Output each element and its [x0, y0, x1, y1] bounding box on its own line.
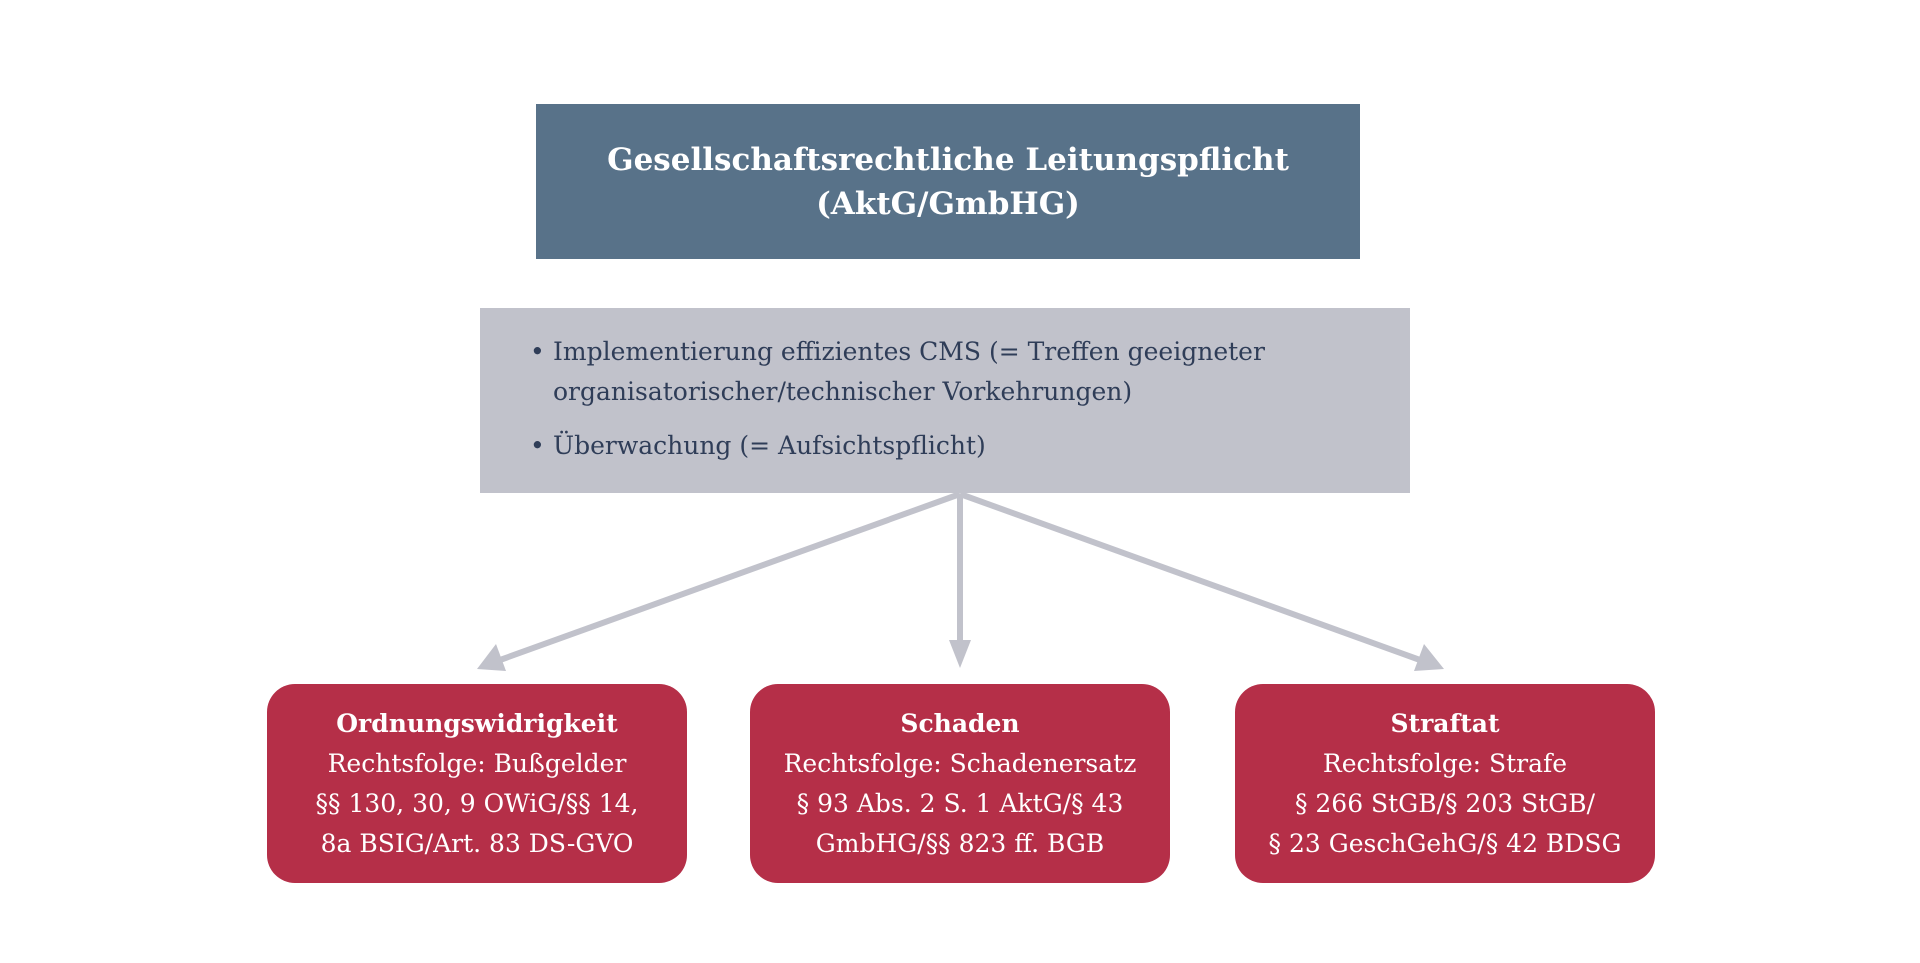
- arrow-center-head-icon: [949, 640, 971, 668]
- consequence-box-damage: Schaden Rechtsfolge: Schadenersatz § 93 …: [750, 684, 1170, 883]
- consequence-statute: GmbHG/§§ 823 ff. BGB: [815, 828, 1105, 858]
- consequence-statute: 8a BSIG/Art. 83 DS-GVO: [320, 828, 634, 858]
- consequence-box-administrative-offense: Ordnungswidrigkeit Rechtsfolge: Bußgelde…: [267, 684, 687, 883]
- arrow-left-line: [498, 491, 962, 663]
- obligations-box: • Implementierung effizientes CMS (= Tre…: [480, 308, 1410, 493]
- duty-title-line1: Gesellschaftsrechtliche Leitungspflicht: [607, 141, 1289, 178]
- arrow-right-head-icon: [1414, 644, 1444, 671]
- consequence-box-criminal-offense: Straftat Rechtsfolge: Strafe § 266 StGB/…: [1235, 684, 1655, 883]
- consequence-legal-effect: Rechtsfolge: Schadenersatz: [783, 748, 1137, 778]
- consequence-title: Ordnungswidrigkeit: [336, 708, 618, 738]
- consequence-title: Straftat: [1390, 708, 1500, 738]
- obligation-text: Implementierung effizientes CMS (= Treff…: [553, 337, 1265, 366]
- obligation-item-cms: • Implementierung effizientes CMS (= Tre…: [530, 332, 1370, 412]
- consequence-title: Schaden: [900, 708, 1020, 738]
- duty-title-line2: (AktG/GmbHG): [816, 185, 1080, 222]
- arrow-left-head-icon: [477, 644, 506, 671]
- arrow-right-line: [958, 491, 1422, 663]
- consequence-statute: § 93 Abs. 2 S. 1 AktG/§ 43: [796, 788, 1124, 818]
- obligation-text: Überwachung (= Aufsichtspflicht): [553, 431, 986, 460]
- obligations-list: • Implementierung effizientes CMS (= Tre…: [530, 332, 1370, 466]
- duty-header-box: Gesellschaftsrechtliche Leitungspflicht …: [536, 104, 1360, 259]
- obligation-item-supervision: • Überwachung (= Aufsichtspflicht): [530, 426, 1370, 466]
- obligation-text-cont: organisatorischer/technischer Vorkehrung…: [553, 377, 1133, 406]
- consequence-legal-effect: Rechtsfolge: Bußgelder: [327, 748, 627, 778]
- bullet-icon: •: [530, 431, 545, 460]
- consequence-statute: §§ 130, 30, 9 OWiG/§§ 14,: [315, 788, 639, 818]
- consequence-statute: § 266 StGB/§ 203 StGB/: [1294, 788, 1596, 818]
- consequence-legal-effect: Rechtsfolge: Strafe: [1322, 748, 1568, 778]
- consequence-statute: § 23 GeschGehG/§ 42 BDSG: [1268, 828, 1622, 858]
- bullet-icon: •: [530, 337, 545, 366]
